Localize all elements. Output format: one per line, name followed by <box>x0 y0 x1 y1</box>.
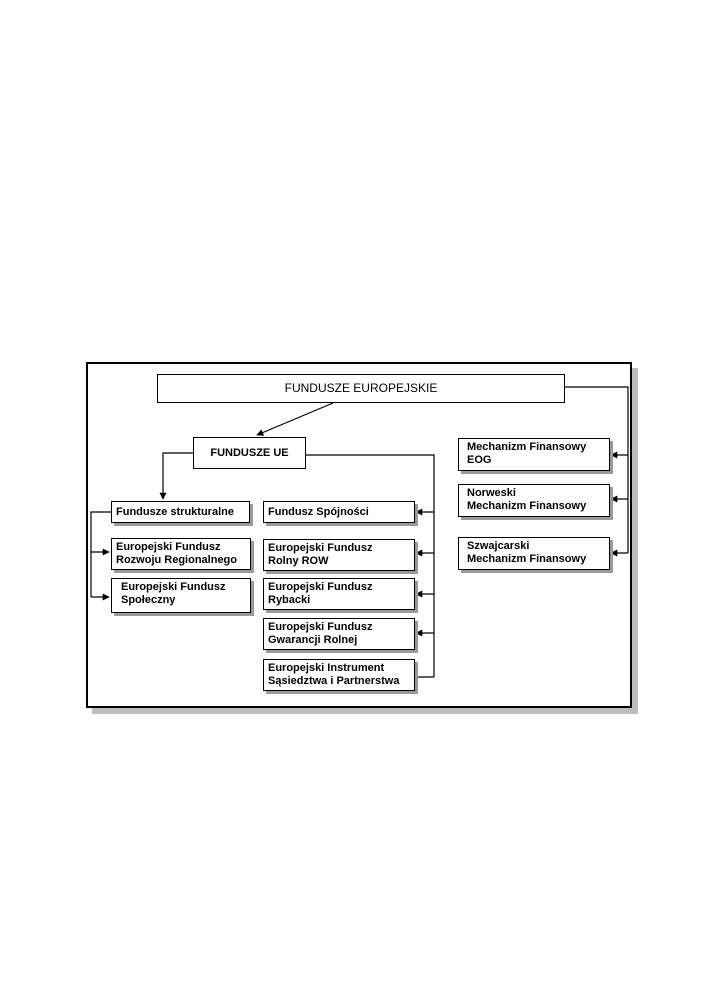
node-efgr: Europejski Fundusz Gwarancji Rolnej <box>263 618 415 650</box>
node-mechanizm-eog: Mechanizm Finansowy EOG <box>458 438 610 471</box>
diagram-frame <box>86 362 632 708</box>
node-norweski-mechanizm: Norweski Mechanizm Finansowy <box>458 484 610 517</box>
node-efr-row: Europejski Fundusz Rolny ROW <box>263 539 415 571</box>
node-eisp: Europejski Instrument Sąsiedztwa i Partn… <box>263 659 415 691</box>
node-fundusze-ue: FUNDUSZE UE <box>193 437 306 469</box>
connector-eu-to-other-funds <box>306 454 435 677</box>
node-fundusze-strukturalne: Fundusze strukturalne <box>111 501 250 523</box>
connector-root-to-eu <box>256 402 334 436</box>
node-fundusz-spojnosci: Fundusz Spójności <box>263 501 415 523</box>
node-efs: Europejski Fundusz Społeczny <box>111 578 251 613</box>
connector-eu-to-structural <box>159 452 193 500</box>
node-efr-rybacki: Europejski Fundusz Rybacki <box>263 578 415 610</box>
node-fundusze-europejskie: FUNDUSZE EUROPEJSKIE <box>157 374 565 403</box>
connector-root-to-mechanisms <box>565 386 629 553</box>
connector-structural-to-children <box>90 511 111 597</box>
node-efrr: Europejski Fundusz Rozwoju Regionalnego <box>111 538 251 570</box>
node-szwajcarski-mechanizm: Szwajcarski Mechanizm Finansowy <box>458 537 610 570</box>
